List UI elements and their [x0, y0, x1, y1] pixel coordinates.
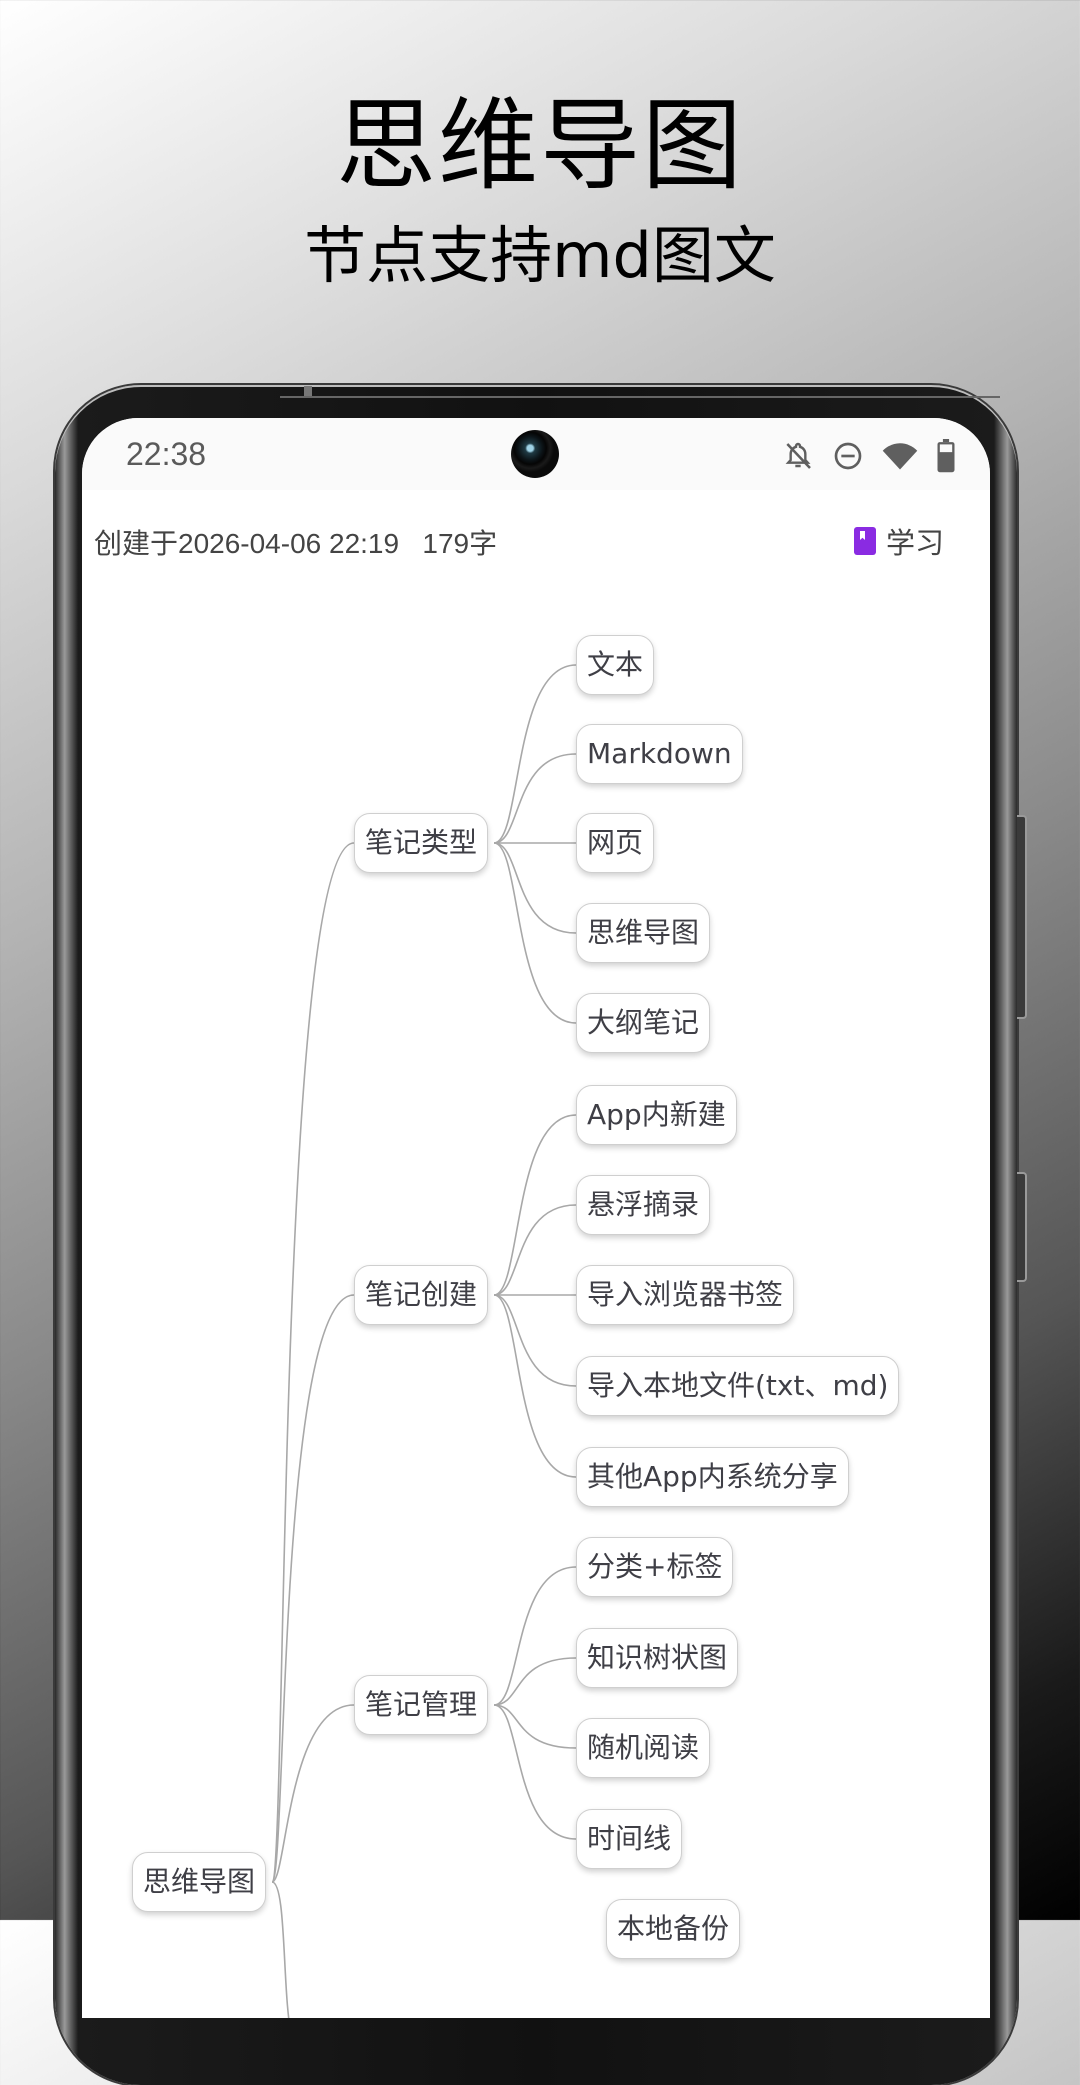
phone-seam	[280, 396, 1000, 398]
mindmap-root-node[interactable]: 思维导图	[132, 1852, 267, 1912]
mindmap-connectors	[271, 664, 577, 2018]
mindmap-leaf-node[interactable]: 其他App内系统分享	[576, 1447, 849, 1507]
category-tag[interactable]: 学习	[853, 520, 944, 562]
mindmap-leaf-node[interactable]: 分类+标签	[576, 1537, 734, 1597]
status-time: 22:38	[126, 436, 207, 472]
promo-title: 思维导图	[336, 87, 744, 204]
mindmap-leaf-node[interactable]: 大纲笔记	[576, 993, 711, 1053]
promo-subtitle: 节点支持md图文	[304, 219, 776, 292]
wifi-icon	[882, 440, 918, 472]
mindmap-leaf-node[interactable]: 文本	[576, 635, 655, 695]
mindmap-leaf-node[interactable]: Markdown	[576, 724, 743, 784]
do-not-disturb-icon	[832, 440, 864, 472]
mindmap-branch-node[interactable]: 笔记管理	[354, 1675, 489, 1735]
mindmap-leaf-node[interactable]: 随机阅读	[576, 1718, 711, 1778]
notifications-off-icon	[782, 440, 814, 472]
mindmap-leaf-node[interactable]: 网页	[576, 813, 655, 873]
battery-icon	[936, 439, 956, 473]
front-camera	[511, 430, 559, 478]
mindmap-leaf-node[interactable]: 本地备份	[606, 1899, 741, 1959]
mindmap-leaf-node[interactable]: 时间线	[576, 1809, 683, 1869]
category-label: 学习	[885, 526, 944, 560]
mindmap-canvas[interactable]: 思维导图 笔记类型 文本 Markdown 网页 思维导图 大纲笔记 笔记创建 …	[82, 418, 990, 2018]
mindmap-branch-node[interactable]: 笔记创建	[354, 1265, 489, 1325]
volume-button	[1017, 815, 1027, 1019]
mindmap-leaf-node[interactable]: 导入浏览器书签	[576, 1265, 795, 1325]
mindmap-leaf-node[interactable]: 导入本地文件(txt、md)	[576, 1356, 900, 1416]
mindmap-leaf-node[interactable]: 思维导图	[576, 903, 711, 963]
phone-screen: 22:38 创建于2026-04-06 22:19 179字 学习	[82, 418, 990, 2018]
note-meta: 创建于2026-04-06 22:19 179字	[94, 528, 498, 559]
status-icons	[782, 438, 956, 474]
book-icon	[853, 527, 876, 555]
status-bar: 22:38	[82, 418, 990, 490]
mindmap-branch-node[interactable]: 笔记类型	[354, 813, 489, 873]
mindmap-leaf-node[interactable]: 悬浮摘录	[576, 1175, 711, 1235]
power-button	[1017, 1172, 1027, 1282]
mindmap-leaf-node[interactable]: 知识树状图	[576, 1628, 739, 1688]
phone-antenna-line	[304, 386, 312, 396]
mindmap-leaf-node[interactable]: App内新建	[576, 1085, 737, 1145]
